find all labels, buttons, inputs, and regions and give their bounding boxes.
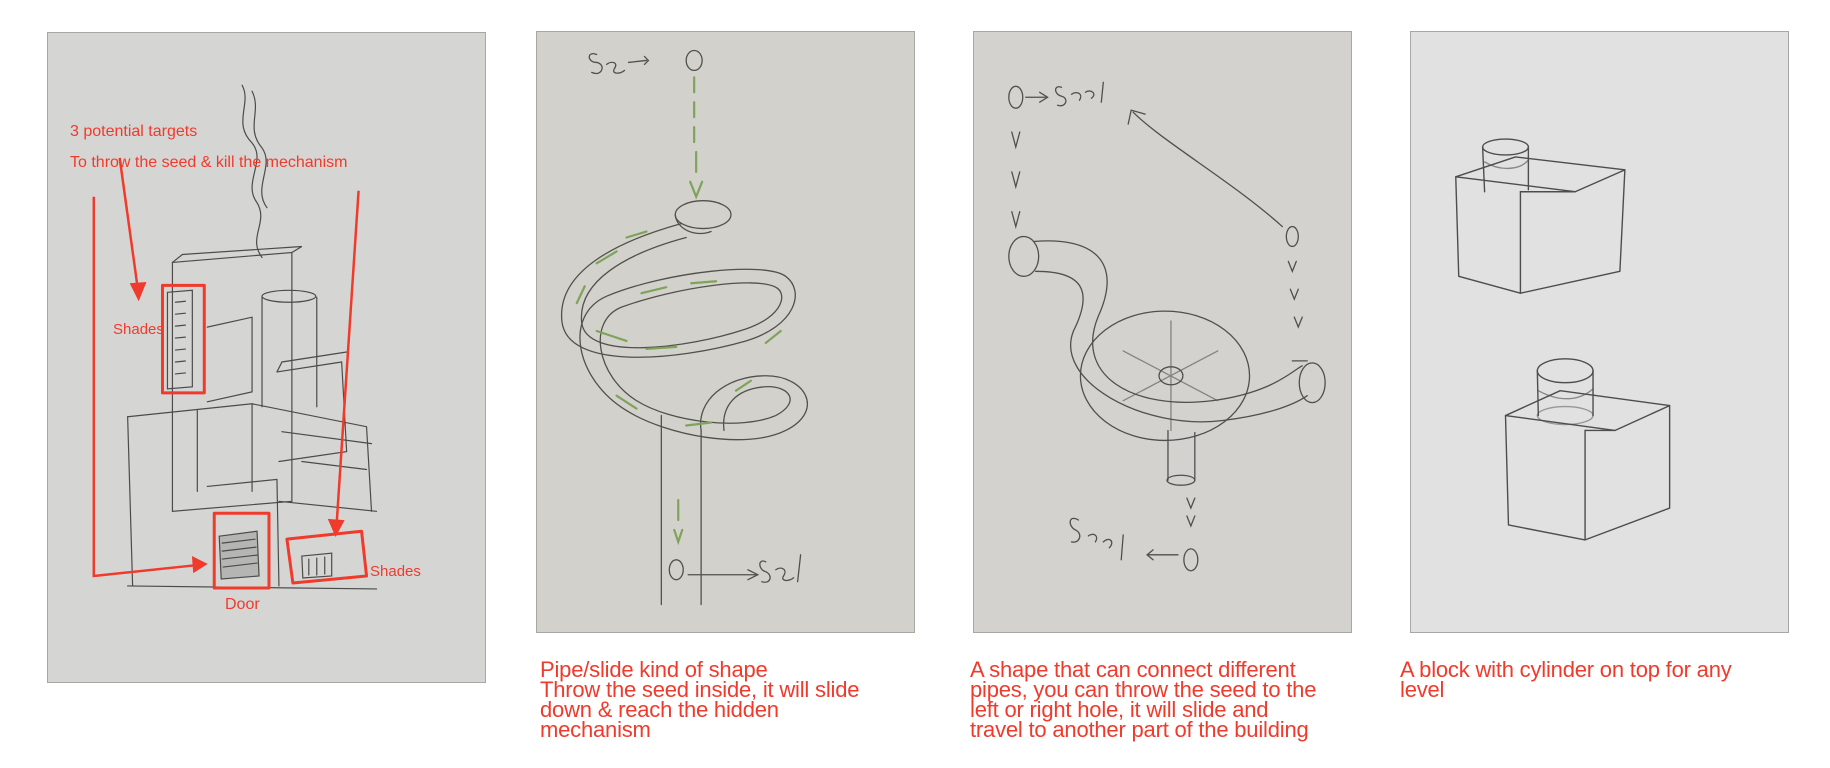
block-cylinder-sketch xyxy=(1455,138,1671,541)
pipe-slide-sketch-panel xyxy=(536,31,915,633)
label-shades-left: Shades xyxy=(113,321,164,338)
caption-line: travel to another part of the building xyxy=(970,717,1309,742)
pipe-slide-sketch xyxy=(561,49,808,606)
caption-line: Throw the seed inside, it will slide xyxy=(540,677,860,702)
caption-pipe-slide: Pipe/slide kind of shape Throw the seed … xyxy=(540,657,860,742)
caption-block-cylinder: A block with cylinder on top for any lev… xyxy=(1400,657,1732,702)
caption-line: A block with cylinder on top for any xyxy=(1400,657,1732,682)
connector-shape-sketch xyxy=(1008,81,1326,572)
caption-line: down & reach the hidden xyxy=(540,697,779,722)
block-cylinder-sketch-panel xyxy=(1410,31,1789,633)
label-shades-right: Shades xyxy=(370,563,421,580)
caption-line: left or right hole, it will slide and xyxy=(970,697,1269,722)
connector-shape-sketch-panel xyxy=(973,31,1352,633)
caption-line: level xyxy=(1400,677,1445,702)
building-sketch-panel: 3 potential targets To throw the seed & … xyxy=(47,32,486,683)
targets-title: 3 potential targets xyxy=(70,123,198,140)
caption-line: pipes, you can throw the seed to the xyxy=(970,677,1317,702)
caption-line: mechanism xyxy=(540,717,651,742)
caption-connector-shape: A shape that can connect different pipes… xyxy=(970,657,1317,742)
targets-subtitle: To throw the seed & kill the mechanism xyxy=(70,154,348,171)
building-sketch xyxy=(92,84,378,590)
caption-line: A shape that can connect different xyxy=(970,657,1296,682)
label-door: Door xyxy=(225,596,260,613)
caption-line: Pipe/slide kind of shape xyxy=(540,657,768,682)
